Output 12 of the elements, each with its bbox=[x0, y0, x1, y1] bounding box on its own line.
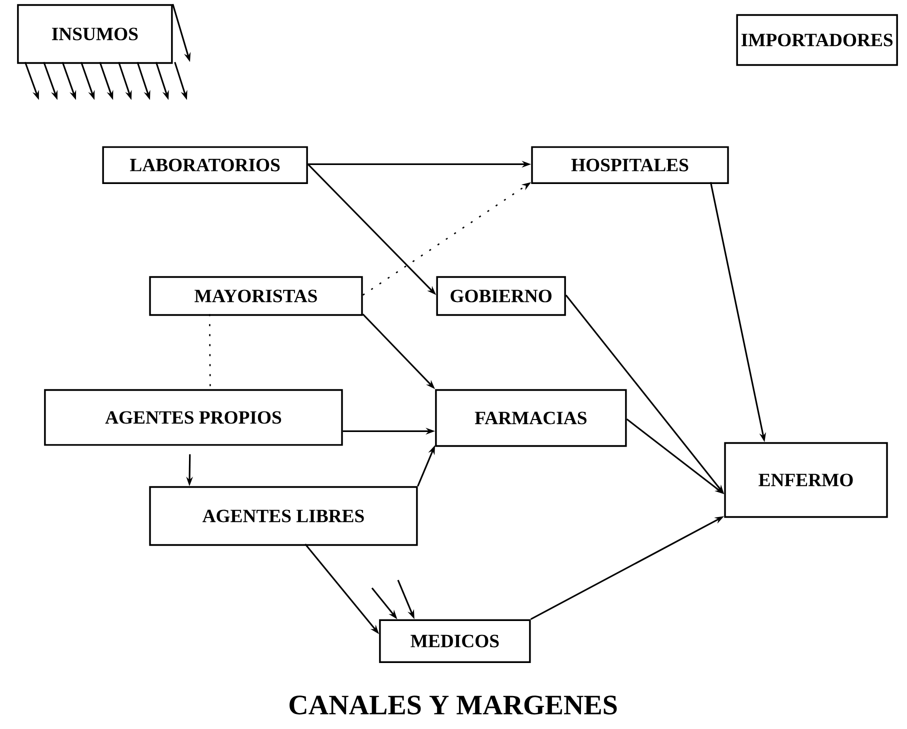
label-box: MEDICOS bbox=[379, 619, 531, 663]
label-box: HOSPITALES bbox=[531, 146, 729, 184]
label-box: INSUMOS bbox=[17, 4, 173, 64]
label-box: AGENTES LIBRES bbox=[149, 486, 418, 546]
label-box: ENFERMO bbox=[724, 442, 888, 518]
label-box: FARMACIAS bbox=[435, 389, 627, 447]
caption: CANALES Y MARGENES bbox=[290, 696, 617, 714]
label-box: LABORATORIOS bbox=[102, 146, 308, 184]
label-box: AGENTES PROPIOS bbox=[44, 389, 343, 446]
label-box: MAYORISTAS bbox=[149, 276, 363, 316]
label-box: IMPORTADORES bbox=[736, 14, 898, 66]
label-box: GOBIERNO bbox=[436, 276, 566, 316]
